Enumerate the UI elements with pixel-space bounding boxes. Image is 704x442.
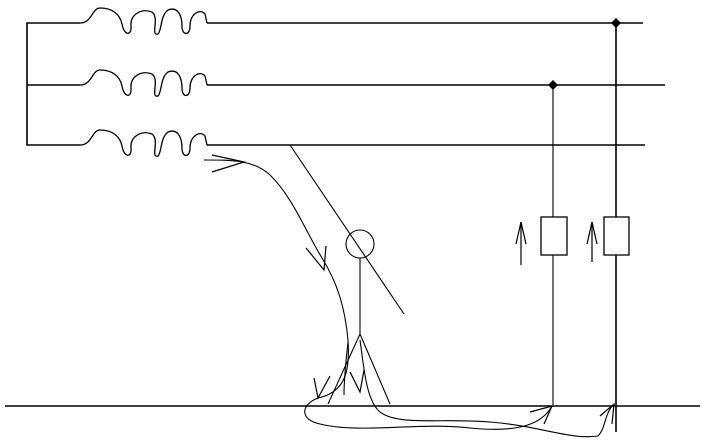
- person-figure: [327, 229, 391, 405]
- arrow-right-icon: [529, 405, 554, 425]
- arrow-up-icon: [515, 221, 527, 265]
- load-impedance-2: [540, 216, 568, 256]
- winding-phase-3: [79, 129, 208, 157]
- person-head: [345, 229, 375, 259]
- winding-phase-2: [79, 69, 208, 97]
- load-impedance-1: [603, 216, 630, 256]
- broken-conductor: [289, 144, 405, 315]
- fault-current-path-3: [343, 341, 349, 396]
- arrow-down-icon: [313, 375, 331, 400]
- transformer-star-bus: [26, 22, 80, 146]
- arrow-right-icon: [599, 402, 615, 425]
- arrow-down-icon: [305, 245, 327, 272]
- fault-current-path-1: [203, 159, 553, 430]
- fault-current-path-2: [359, 339, 615, 438]
- arrow-down-icon: [349, 369, 365, 394]
- person-legs: [327, 333, 391, 405]
- arrow-right-icon: [211, 154, 247, 173]
- winding-phase-1: [79, 7, 208, 35]
- arrow-up-icon: [586, 221, 598, 262]
